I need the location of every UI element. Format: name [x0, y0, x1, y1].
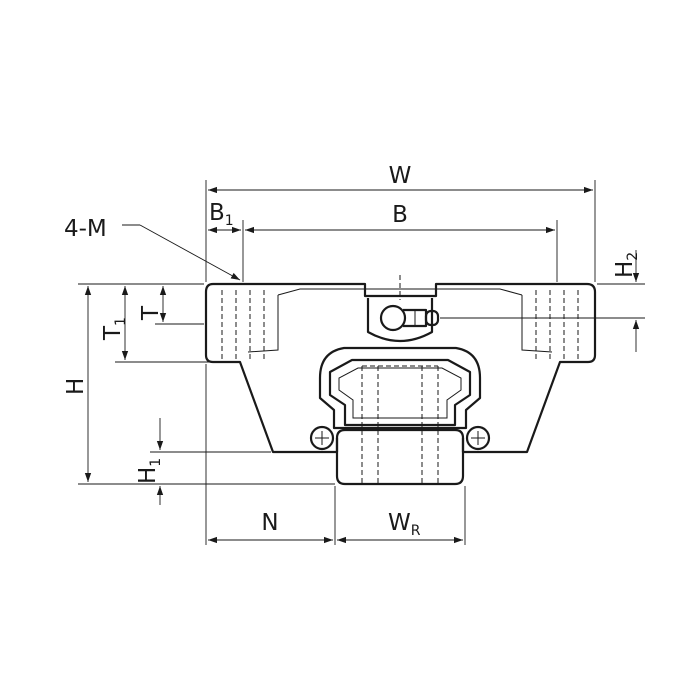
h2-label: H2 [612, 252, 641, 278]
dimension-t: T [138, 286, 204, 325]
wr-label: WR [388, 510, 421, 539]
h-label: H [63, 378, 89, 395]
dimension-n: N [205, 364, 336, 545]
n-label: N [261, 510, 278, 536]
grease-nipple [366, 298, 440, 342]
dimension-h1: H1 [135, 418, 271, 505]
dimension-h: H [63, 286, 335, 485]
b-label: B [392, 202, 408, 228]
dimension-w: W [205, 163, 596, 282]
four-m-label: 4-M [64, 216, 107, 242]
dimension-h2: H2 [440, 250, 645, 352]
dimension-b: B [245, 202, 558, 282]
right-screw [465, 425, 491, 451]
t1-label: T1 [100, 317, 129, 341]
b1-label: B1 [209, 200, 234, 229]
leader-4m: 4-M [64, 216, 241, 281]
left-screw [309, 425, 335, 451]
dimension-b1: B1 [208, 200, 244, 282]
t-label: T [138, 305, 164, 321]
guide-rail [318, 346, 482, 486]
carriage-block [204, 282, 597, 454]
dimension-t1: T1 [78, 283, 238, 363]
dimension-wr: WR [337, 486, 466, 545]
h1-label: H1 [135, 458, 164, 484]
w-label: W [389, 163, 412, 189]
hidden-lines [221, 275, 579, 484]
